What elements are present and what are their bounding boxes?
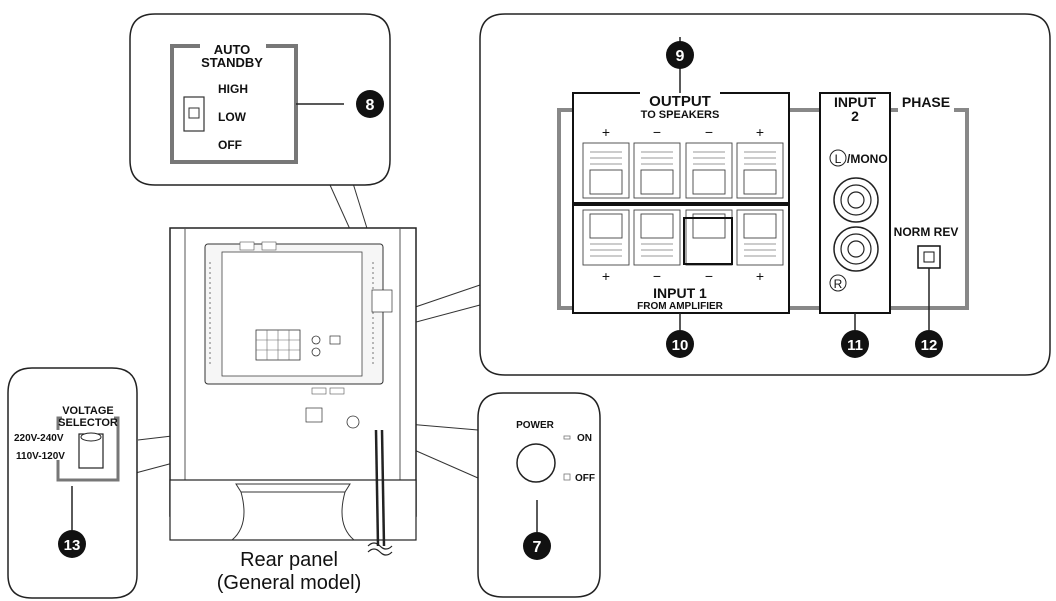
phase-title: PHASE <box>902 94 950 110</box>
input1-polarity-2: − <box>653 268 661 284</box>
input1-polarity-1: + <box>602 268 610 284</box>
callout-12-number: 12 <box>921 337 938 354</box>
output-title: OUTPUT <box>649 93 711 110</box>
callout-10 <box>666 330 694 358</box>
power-detail: POWER ON OFF 7 <box>477 392 601 598</box>
output-polarity-2: − <box>653 124 661 140</box>
input2-section: INPUT 2 L /MONO R 11 <box>819 92 891 358</box>
input2-title-2: 2 <box>851 108 859 124</box>
input1-polarity-4: + <box>756 268 764 284</box>
input1-polarity-3: − <box>705 268 713 284</box>
power-on: ON <box>577 433 592 444</box>
input2-left-label: L <box>835 152 842 166</box>
input1-subtitle: FROM AMPLIFIER <box>637 301 724 312</box>
callout-13 <box>58 530 86 558</box>
auto-standby-title-2: STANDBY <box>201 55 263 70</box>
phase-section: PHASE NORM REV 12 <box>894 94 959 358</box>
input2-right-label: R <box>834 277 843 291</box>
callout-8-number: 8 <box>366 97 375 114</box>
power-button[interactable] <box>516 443 556 483</box>
callout-12 <box>915 330 943 358</box>
terminal-detail: OUTPUT TO SPEAKERS + − − + <box>479 13 1051 376</box>
voltage-option-110: 110V-120V <box>16 451 65 462</box>
input1-section: + − − + INPUT 1 FROM AMPLIFIER 10 <box>572 204 790 358</box>
auto-standby-high: HIGH <box>218 82 248 96</box>
caption-line2: (General model) <box>217 572 362 594</box>
caption-line1: Rear panel <box>240 549 338 571</box>
voltage-detail: VOLTAGE SELECTOR 220V-240V 110V-120V 13 <box>7 367 138 599</box>
auto-standby-detail: AUTO STANDBY HIGH LOW OFF 8 <box>129 13 391 186</box>
voltage-title-1: VOLTAGE <box>62 405 114 417</box>
output-section: OUTPUT TO SPEAKERS + − − + <box>572 37 790 204</box>
input2-title-1: INPUT <box>834 94 876 110</box>
callout-13-number: 13 <box>64 537 81 554</box>
phase-options: NORM REV <box>894 225 959 239</box>
input2-left-suffix: /MONO <box>847 152 888 166</box>
output-subtitle: TO SPEAKERS <box>641 109 720 121</box>
callout-7-number: 7 <box>533 539 542 556</box>
callout-7 <box>523 532 551 560</box>
callout-11 <box>841 330 869 358</box>
input1-title: INPUT 1 <box>653 285 707 301</box>
output-polarity-3: − <box>705 124 713 140</box>
callout-9-number: 9 <box>676 48 685 65</box>
output-polarity-1: + <box>602 124 610 140</box>
power-off: OFF <box>575 473 595 484</box>
callout-11-number: 11 <box>847 337 863 354</box>
subwoofer-unit <box>169 227 417 556</box>
auto-standby-low: LOW <box>218 110 247 124</box>
callout-10-number: 10 <box>672 337 689 354</box>
callout-9 <box>666 41 694 69</box>
output-polarity-4: + <box>756 124 764 140</box>
auto-standby-title-1: AUTO <box>214 42 251 57</box>
power-title: POWER <box>516 420 555 431</box>
callout-8 <box>356 90 384 118</box>
voltage-title-2: SELECTOR <box>58 417 118 429</box>
voltage-option-220: 220V-240V <box>14 433 64 444</box>
auto-standby-off: OFF <box>218 138 242 152</box>
